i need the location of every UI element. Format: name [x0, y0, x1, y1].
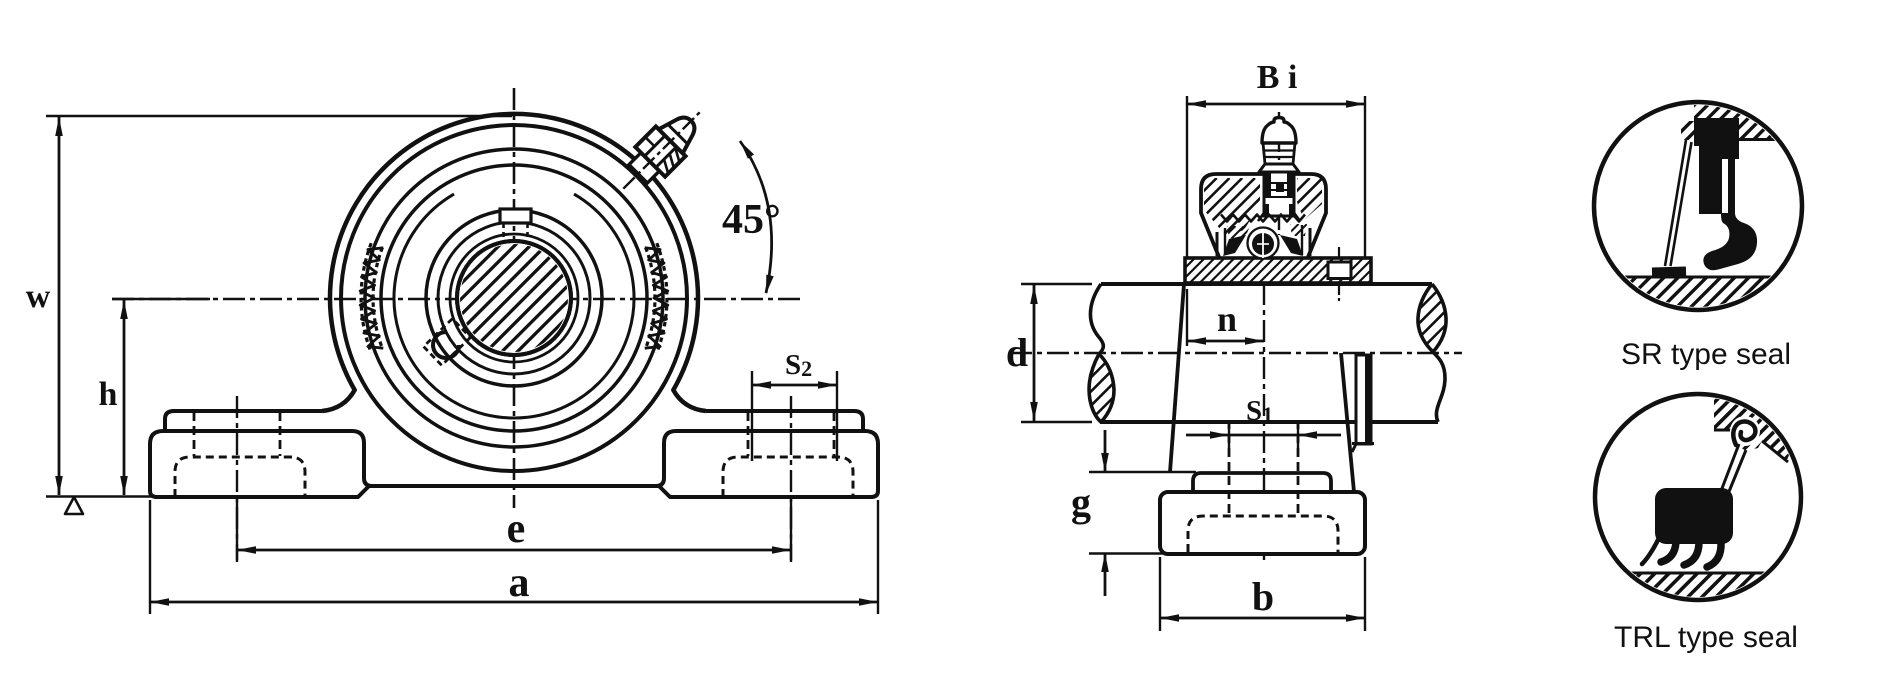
- svg-text:b: b: [1252, 574, 1274, 619]
- svg-text:n: n: [1217, 299, 1237, 339]
- svg-text:d: d: [1006, 330, 1028, 375]
- svg-text:h: h: [99, 376, 118, 413]
- svg-text:B i: B i: [1257, 59, 1298, 96]
- svg-text:w: w: [26, 278, 51, 315]
- svg-text:a: a: [509, 560, 530, 606]
- svg-text:g: g: [1071, 480, 1091, 525]
- svg-text:e: e: [507, 506, 526, 552]
- svg-text:TRL type seal: TRL type seal: [1614, 621, 1798, 654]
- svg-text:SR type seal: SR type seal: [1621, 338, 1791, 371]
- svg-text:45°: 45°: [722, 197, 781, 243]
